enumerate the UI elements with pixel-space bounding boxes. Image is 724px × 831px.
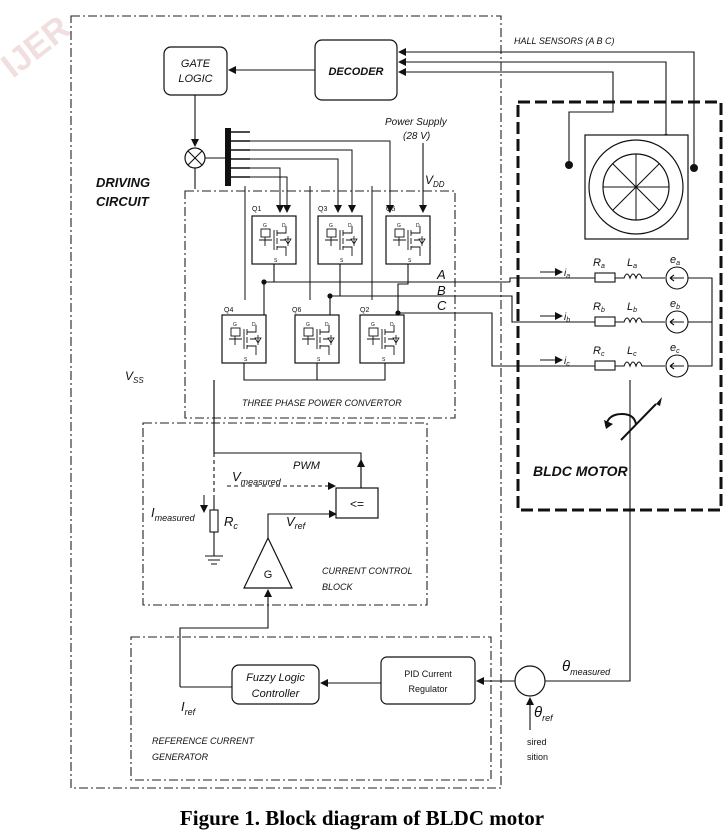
switch-q2: [359, 314, 405, 364]
i-ref-label: Iref: [181, 699, 197, 717]
svg-text:Q1: Q1: [252, 206, 261, 213]
rc-label: Rc: [224, 514, 238, 531]
reference-generator-label: REFERENCE CURRENT: [152, 736, 256, 746]
svg-text:GENERATOR: GENERATOR: [152, 752, 209, 762]
svg-text:Lb: Lb: [627, 301, 637, 314]
svg-text:ec: ec: [670, 342, 680, 355]
driving-circuit-boundary: [70, 15, 502, 789]
figure-caption: Figure 1. Block diagram of BLDC motor: [179, 806, 545, 830]
v-measured-label: Vmeasured: [232, 469, 282, 487]
converter-caption: THREE PHASE POWER CONVERTOR: [242, 398, 402, 408]
desired-position-label: sired: [527, 737, 547, 747]
gate-signal-bus: [225, 128, 231, 186]
fuzzy-logic-controller-block: Fuzzy Logic Controller: [231, 664, 320, 705]
phase-c-label: C: [437, 298, 447, 313]
current-sense-resistor: [209, 509, 219, 533]
pwm-label: PWM: [293, 460, 321, 472]
svg-text:ia: ia: [564, 268, 570, 280]
svg-text:eb: eb: [670, 298, 680, 311]
hall-sensors-label: HALL SENSORS (A B C): [514, 36, 615, 46]
switch-q4: [221, 314, 267, 364]
current-control-block-boundary: [142, 422, 428, 606]
svg-text:BLOCK: BLOCK: [322, 582, 354, 592]
motor-phase-c: ic Rc Lc ec: [540, 342, 680, 368]
switch-q6: [294, 314, 340, 364]
svg-text:Q5: Q5: [386, 206, 395, 213]
svg-text:La: La: [627, 257, 637, 270]
svg-text:Q6: Q6: [292, 307, 301, 314]
svg-text:Regulator: Regulator: [408, 684, 447, 694]
multiplier-symbol: [184, 147, 206, 169]
svg-text:ic: ic: [564, 356, 570, 368]
svg-text:DECODER: DECODER: [328, 66, 383, 78]
motor-rotor-symbol: [584, 134, 689, 240]
svg-text:Lc: Lc: [627, 345, 637, 358]
power-supply-label: Power Supply: [385, 117, 448, 128]
motor-phase-elements: [594, 266, 713, 378]
position-summing-junction: [514, 665, 546, 697]
svg-text:LOGIC: LOGIC: [178, 73, 212, 85]
svg-text:CIRCUIT: CIRCUIT: [96, 194, 150, 209]
comparator-block: <=: [335, 487, 379, 519]
gate-drive-lines: [231, 140, 394, 300]
svg-text:(28 V): (28 V): [403, 131, 430, 142]
vss-label: VSS: [125, 369, 144, 385]
switch-q3: [317, 215, 363, 265]
motor-phase-b: ib Rb Lb eb: [540, 298, 680, 324]
pid-current-regulator-block: PID Current Regulator: [380, 656, 476, 705]
motor-phase-a: ia Ra La ea: [540, 254, 680, 280]
svg-text:Controller: Controller: [252, 688, 301, 700]
theta-ref-label: θref: [534, 704, 554, 723]
three-phase-converter-boundary: [184, 190, 456, 419]
bldc-motor-label: BLDC MOTOR: [533, 463, 629, 479]
theta-measured-label: θmeasured: [562, 658, 611, 677]
svg-text:sition: sition: [527, 752, 548, 762]
svg-text:GATE: GATE: [181, 58, 211, 70]
svg-text:Q2: Q2: [360, 307, 369, 314]
driving-circuit-label: DRIVING: [96, 175, 150, 190]
rotation-arrow-icon: [604, 397, 662, 441]
svg-text:PID Current: PID Current: [404, 669, 452, 679]
converter-wiring: [213, 264, 595, 443]
svg-text:ib: ib: [564, 312, 570, 324]
i-measured-label: Imeasured: [151, 505, 196, 523]
decoder-block: DECODER: [314, 39, 398, 101]
hall-sensor-lines: [398, 48, 695, 168]
gain-block: G: [243, 536, 293, 589]
phase-a-label: A: [436, 267, 446, 282]
svg-text:Fuzzy Logic: Fuzzy Logic: [246, 672, 305, 684]
svg-text:Rc: Rc: [593, 345, 605, 358]
gate-logic-block: GATE LOGIC: [163, 46, 228, 96]
svg-text:Ra: Ra: [593, 257, 605, 270]
vdd-label: VDD: [425, 173, 445, 189]
svg-text:<=: <=: [350, 497, 364, 511]
switch-q5: [385, 215, 431, 265]
bus-ticks: [231, 131, 250, 178]
bldc-block-diagram: G D S GATE LOGIC DECODER HALL SENSORS (A…: [70, 15, 723, 789]
switch-q1: [251, 215, 297, 265]
svg-text:ea: ea: [670, 254, 680, 267]
phase-b-label: B: [437, 283, 446, 298]
svg-text:Q4: Q4: [224, 307, 233, 314]
current-control-label: CURRENT CONTROL: [322, 566, 413, 576]
reference-generator-boundary: [130, 636, 492, 781]
v-ref-label: Vref: [286, 514, 307, 531]
svg-text:Rb: Rb: [593, 301, 605, 314]
svg-text:Q3: Q3: [318, 206, 327, 213]
svg-text:G: G: [264, 569, 273, 581]
